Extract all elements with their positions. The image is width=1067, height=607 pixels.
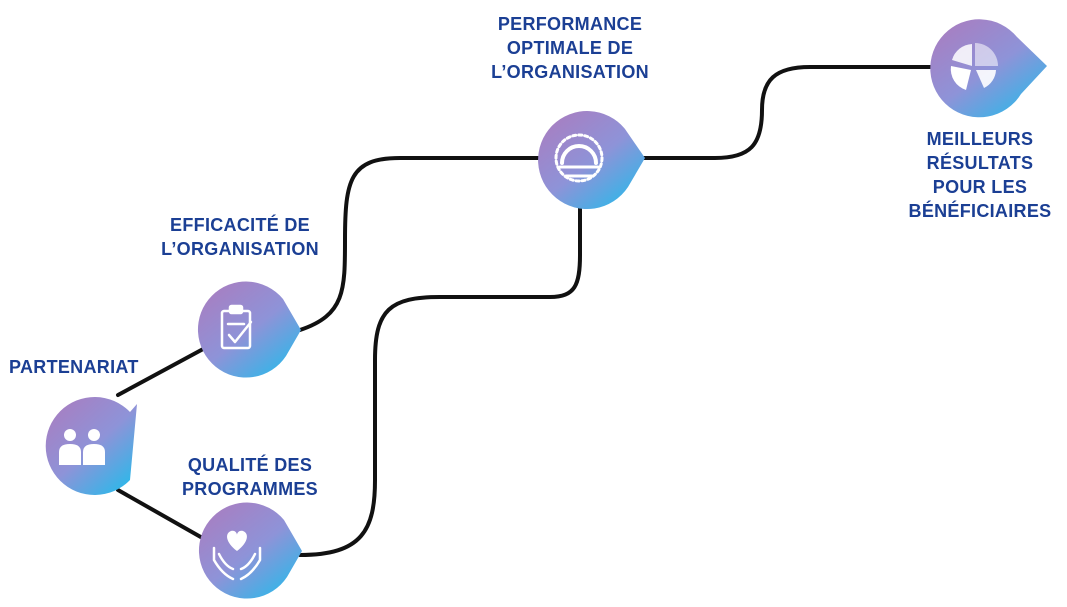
label-line: MEILLEURS [926, 129, 1034, 149]
node-qualite [198, 502, 302, 599]
label-line: PROGRAMMES [181, 479, 318, 499]
people-icon [59, 429, 105, 465]
label-line: OPTIMALE DE [506, 38, 634, 58]
node-performance [538, 111, 645, 210]
node-bubble [538, 111, 645, 210]
label-line: PERFORMANCE [497, 14, 643, 34]
label-line: L’ORGANISATION [491, 62, 649, 82]
label-line: BÉNÉFICIAIRES [908, 201, 1052, 221]
speedometer-icon [554, 133, 604, 183]
label-line: L’ORGANISATION [161, 239, 319, 259]
connector-partenariat-efficacite [116, 346, 207, 397]
label-line: POUR LES [932, 177, 1028, 197]
node-efficacite [197, 281, 301, 378]
label-efficacite: EFFICACITÉ DE L’ORGANISATION [135, 213, 345, 261]
label-qualite: QUALITÉ DES PROGRAMMES [150, 453, 350, 501]
connector-efficacite-performance [298, 156, 542, 332]
node-partenariat [45, 397, 137, 496]
label-line: RÉSULTATS [926, 153, 1034, 173]
label-resultats: MEILLEURS RÉSULTATS POUR LES BÉNÉFICIAIRES [905, 127, 1055, 223]
pie-chart-icon [950, 43, 998, 90]
node-bubble [930, 19, 1047, 118]
label-line: PARTENARIAT [9, 357, 139, 377]
label-performance: PERFORMANCE OPTIMALE DE L’ORGANISATION [460, 12, 680, 84]
connector-lines [116, 65, 937, 557]
connector-qualite-performance [298, 198, 582, 557]
label-line: QUALITÉ DES [187, 455, 313, 475]
heart-hands-icon [212, 530, 262, 581]
label-line: EFFICACITÉ DE [170, 215, 310, 235]
label-partenariat: PARTENARIAT [9, 355, 139, 379]
connector-performance-resultats [638, 65, 937, 160]
connector-partenariat-qualite [116, 488, 208, 542]
clipboard-check-icon [220, 304, 253, 350]
node-resultats [930, 19, 1047, 118]
